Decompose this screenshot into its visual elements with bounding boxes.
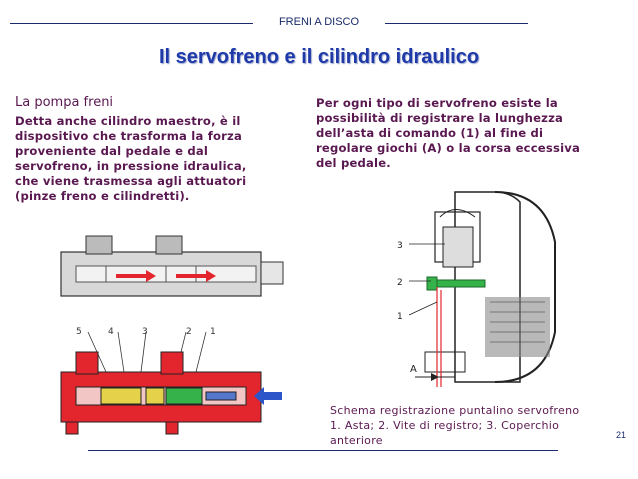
cylinder-label: 2 bbox=[186, 327, 192, 337]
right-line: regolare giochi (A) o la corsa eccessiva bbox=[316, 141, 581, 155]
gap-arrow-head bbox=[431, 373, 439, 381]
left-line: che viene trasmessa agli attuatori bbox=[15, 174, 247, 188]
header-rule-right bbox=[385, 23, 528, 24]
right-line: Per ogni tipo di servofreno esiste la bbox=[316, 96, 558, 110]
caption-line: 1. Asta; 2. Vite di registro; 3. Coperch… bbox=[330, 419, 560, 432]
header-rule-left bbox=[10, 23, 253, 24]
booster-housing bbox=[424, 191, 556, 383]
cylinder-grey-section bbox=[60, 235, 284, 297]
cylinder-label: 5 bbox=[76, 327, 82, 337]
right-line: possibilità di registrare la lunghezza bbox=[316, 111, 564, 125]
booster-label: 1 bbox=[397, 312, 403, 322]
left-line: (pinze freno e cilindretti). bbox=[15, 189, 190, 203]
right-line: dell’asta di comando (1) al fine di bbox=[316, 126, 544, 140]
booster-leader-lines bbox=[408, 243, 445, 316]
caption-line: Schema registrazione puntalino servofren… bbox=[330, 404, 580, 417]
footer-rule bbox=[88, 450, 558, 451]
left-line: dispositivo che trasforma la forza bbox=[15, 129, 242, 143]
left-line: Detta anche cilindro maestro, è il bbox=[15, 114, 241, 128]
screw-head bbox=[426, 276, 438, 291]
left-line: proveniente dal pedale e dal bbox=[15, 144, 209, 158]
adjust-screw bbox=[434, 279, 486, 288]
cylinder-leader-lines bbox=[87, 331, 207, 373]
diagram-caption: Schema registrazione puntalino servofren… bbox=[330, 403, 620, 448]
booster-label: 3 bbox=[397, 241, 403, 251]
booster-diagram: A 3 2 1 bbox=[397, 191, 556, 387]
page-number: 21 bbox=[615, 430, 626, 440]
cylinder-label: 3 bbox=[142, 327, 148, 337]
left-heading: La pompa freni bbox=[15, 95, 114, 110]
slide-title: Il servofreno e il cilindro idraulico bbox=[158, 46, 480, 68]
booster-label: 2 bbox=[397, 278, 403, 288]
left-paragraph: Detta anche cilindro maestro, è il dispo… bbox=[15, 114, 285, 204]
caption-line: anteriore bbox=[330, 434, 383, 447]
cylinder-label: 4 bbox=[108, 327, 114, 337]
cylinder-colour-section bbox=[60, 351, 282, 435]
booster-label: A bbox=[410, 364, 417, 375]
master-cylinder-diagram: 5 4 3 2 1 bbox=[60, 235, 284, 435]
right-paragraph: Per ogni tipo di servofreno esiste la po… bbox=[316, 96, 636, 171]
cylinder-label: 1 bbox=[210, 327, 216, 337]
right-line: del pedale. bbox=[316, 156, 391, 170]
left-line: servofreno, in pressione idraulica, bbox=[15, 159, 247, 173]
section-header: FRENI A DISCO bbox=[278, 16, 360, 28]
